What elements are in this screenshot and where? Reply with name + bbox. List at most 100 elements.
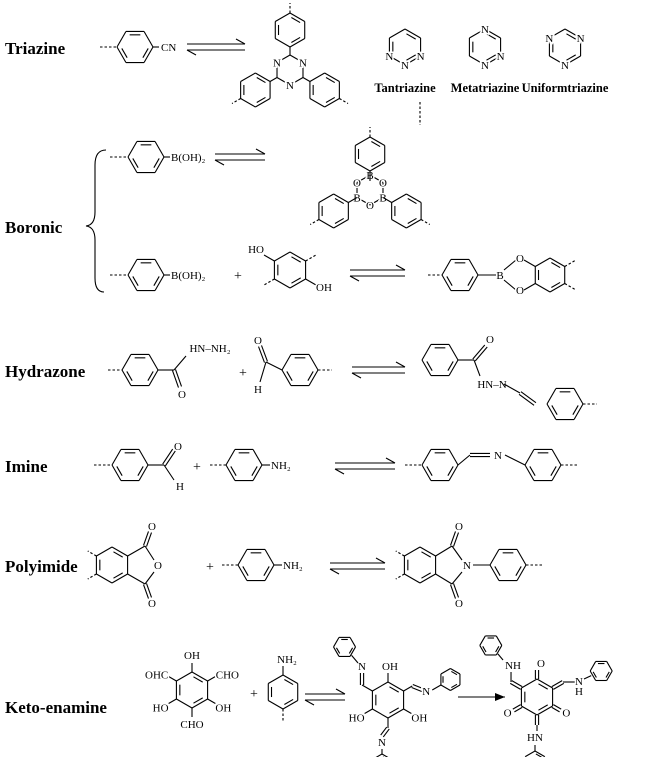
dashed-bond — [339, 98, 349, 104]
isomer-label-metatriazine: Metatriazine — [451, 81, 520, 95]
hexagonal-ring — [274, 12, 306, 48]
atom-label: HN — [527, 732, 543, 744]
bond — [403, 685, 413, 692]
atom-label: OH — [382, 661, 398, 673]
bond — [302, 77, 311, 82]
brace — [85, 149, 107, 293]
double-bond — [553, 682, 565, 690]
double-bond — [260, 345, 269, 362]
dashed-bond — [87, 550, 97, 557]
hexagonal-ring — [468, 28, 502, 66]
atom-label: NH₂ — [277, 654, 297, 666]
hexagonal-ring — [333, 636, 356, 657]
double-bond — [171, 370, 180, 388]
atom-label: O — [174, 441, 182, 453]
row-label-keto-enamine: Keto-enamine — [5, 698, 107, 717]
atom-label: CHO — [180, 719, 203, 731]
dashed-bond — [305, 254, 317, 262]
bond — [265, 361, 283, 371]
bond — [503, 383, 521, 394]
atom-label: N — [378, 737, 386, 749]
bond — [361, 684, 373, 692]
hexagonal-ring — [175, 671, 209, 709]
dashed-bond — [420, 219, 431, 225]
atom-label: O — [148, 521, 156, 533]
atom-label: HO — [153, 703, 169, 715]
atom-label: N — [286, 80, 294, 92]
hexagonal-ring — [489, 548, 527, 582]
equilibrium-arrow — [235, 38, 246, 45]
hexagonal-ring — [421, 343, 459, 377]
bond — [168, 676, 177, 682]
atom-label: N — [273, 58, 281, 70]
equilibrium-arrow — [334, 468, 345, 475]
atom-label: N — [299, 58, 307, 70]
atom-label: H — [176, 481, 184, 493]
dashed-bond — [231, 98, 241, 104]
hexagonal-ring — [388, 28, 422, 66]
bond — [435, 545, 453, 557]
hexagonal-ring — [546, 387, 584, 421]
hexagonal-ring — [267, 674, 299, 710]
bond — [207, 676, 216, 682]
hexagonal-ring — [111, 448, 149, 482]
row-label-imine: Imine — [5, 457, 48, 476]
atom-label: N — [494, 450, 502, 462]
atom-label: N — [422, 686, 430, 698]
plus-sign: + — [206, 560, 214, 575]
atom-label: O — [516, 285, 524, 297]
hexagonal-ring — [276, 54, 304, 86]
bond — [503, 279, 517, 291]
atom-label: N — [575, 676, 583, 688]
bond — [364, 708, 373, 714]
equilibrium-arrow — [335, 688, 346, 695]
atom-label: O — [353, 178, 361, 190]
double-bond — [551, 680, 563, 688]
row-label-triazine: Triazine — [5, 39, 66, 58]
bond — [127, 573, 146, 585]
hexagonal-ring — [237, 548, 275, 582]
plus-sign: + — [239, 366, 247, 381]
double-bond — [380, 726, 388, 736]
bond — [457, 454, 471, 466]
bond — [473, 359, 481, 377]
bond — [269, 77, 278, 82]
atom-label: H — [575, 686, 583, 698]
isomer-label-tantriazine: Tantriazine — [374, 81, 436, 95]
hexagonal-ring — [273, 251, 307, 289]
bond — [207, 698, 216, 704]
hexagonal-ring — [95, 546, 129, 584]
ring-nitrogen: N — [561, 60, 569, 72]
atom-label: O — [516, 253, 524, 265]
atom-label: O — [455, 521, 463, 533]
double-bond — [412, 684, 424, 690]
atom-label: N — [358, 661, 366, 673]
double-bond — [551, 706, 560, 713]
atom-label: H — [254, 384, 262, 396]
equilibrium-arrow — [351, 372, 362, 379]
atom-label: O — [562, 708, 570, 720]
hexagonal-ring — [240, 72, 271, 108]
bond — [583, 675, 592, 680]
atom-label: HN–NH₂ — [189, 343, 230, 355]
atom-label: OH — [316, 282, 332, 294]
bond — [382, 197, 392, 203]
atom-label: B — [496, 270, 503, 282]
hexagonal-ring — [318, 193, 349, 229]
double-bond — [145, 583, 153, 598]
bond — [163, 464, 175, 481]
double-bond — [509, 682, 521, 690]
atom-label: O — [366, 200, 374, 212]
atom-label: O — [537, 658, 545, 670]
hexagonal-ring — [403, 546, 437, 584]
atom-label: B — [379, 193, 386, 205]
atom-label: O — [178, 389, 186, 401]
equilibrium-arrow — [349, 275, 360, 282]
hexagonal-ring — [371, 681, 405, 719]
bond — [403, 708, 412, 714]
double-bond — [164, 450, 176, 467]
double-bond — [257, 346, 266, 363]
isomer-label-uniformtriazine: Uniformtriazine — [522, 81, 609, 95]
equilibrium-arrow — [214, 159, 225, 166]
